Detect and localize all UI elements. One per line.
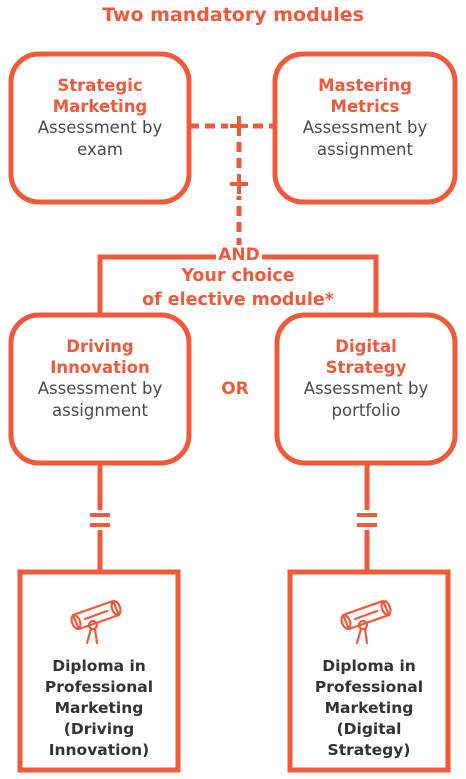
diploma-scroll-icon (340, 599, 392, 645)
module-assessment: Assessment by (302, 118, 428, 137)
diploma-line: (Driving (63, 720, 135, 738)
module-assessment: portfolio (331, 401, 401, 420)
or-label-wrap: OR (205, 379, 265, 399)
or-label: OR (219, 379, 251, 399)
module-assessment: assignment (52, 401, 148, 420)
and-label: AND (216, 245, 262, 265)
module-assessment: assignment (317, 140, 413, 159)
elective-choice-text: Your choice of elective module* (103, 264, 373, 312)
plus-icon (230, 116, 248, 136)
diploma-line: Marketing (54, 699, 144, 717)
module-title: Strategy (325, 358, 407, 377)
diploma-scroll-icon (70, 599, 122, 645)
equals-icon (90, 513, 110, 527)
module-title: Marketing (52, 97, 148, 116)
module-strategic-marketing: Strategic Marketing Assessment by exam (15, 75, 185, 161)
elective-choice-line: of elective module* (142, 290, 334, 310)
page-heading: Two mandatory modules (102, 4, 364, 26)
module-assessment: Assessment by (303, 379, 429, 398)
module-assessment: Assessment by (37, 379, 163, 398)
plus-icon (230, 174, 248, 194)
diploma-line: Diploma in (52, 657, 146, 675)
module-title: Digital (335, 337, 397, 356)
diploma-line: (Digital (336, 720, 402, 738)
diploma-line: Strategy) (327, 741, 411, 759)
diploma-driving-innovation: Diploma in Professional Marketing (Drivi… (24, 656, 174, 761)
module-driving-innovation: Driving Innovation Assessment by assignm… (15, 336, 185, 422)
module-title: Strategic (57, 76, 143, 95)
diploma-line: Professional (44, 678, 154, 696)
module-title: Innovation (50, 358, 150, 377)
module-title: Mastering (318, 76, 412, 95)
module-title: Driving (66, 337, 134, 356)
module-mastering-metrics: Mastering Metrics Assessment by assignme… (280, 75, 450, 161)
module-assessment: Assessment by (37, 118, 163, 137)
elective-choice-line: Your choice (181, 266, 295, 286)
module-assessment: exam (77, 140, 123, 159)
diploma-line: Marketing (324, 699, 414, 717)
diploma-line: Diploma in (322, 657, 416, 675)
and-label-wrap: AND (188, 245, 290, 265)
diploma-line: Innovation) (48, 741, 150, 759)
equals-icon (357, 513, 377, 527)
module-digital-strategy: Digital Strategy Assessment by portfolio (281, 336, 451, 422)
diploma-line: Professional (314, 678, 424, 696)
module-title: Metrics (330, 97, 400, 116)
diploma-digital-strategy: Diploma in Professional Marketing (Digit… (294, 656, 444, 761)
